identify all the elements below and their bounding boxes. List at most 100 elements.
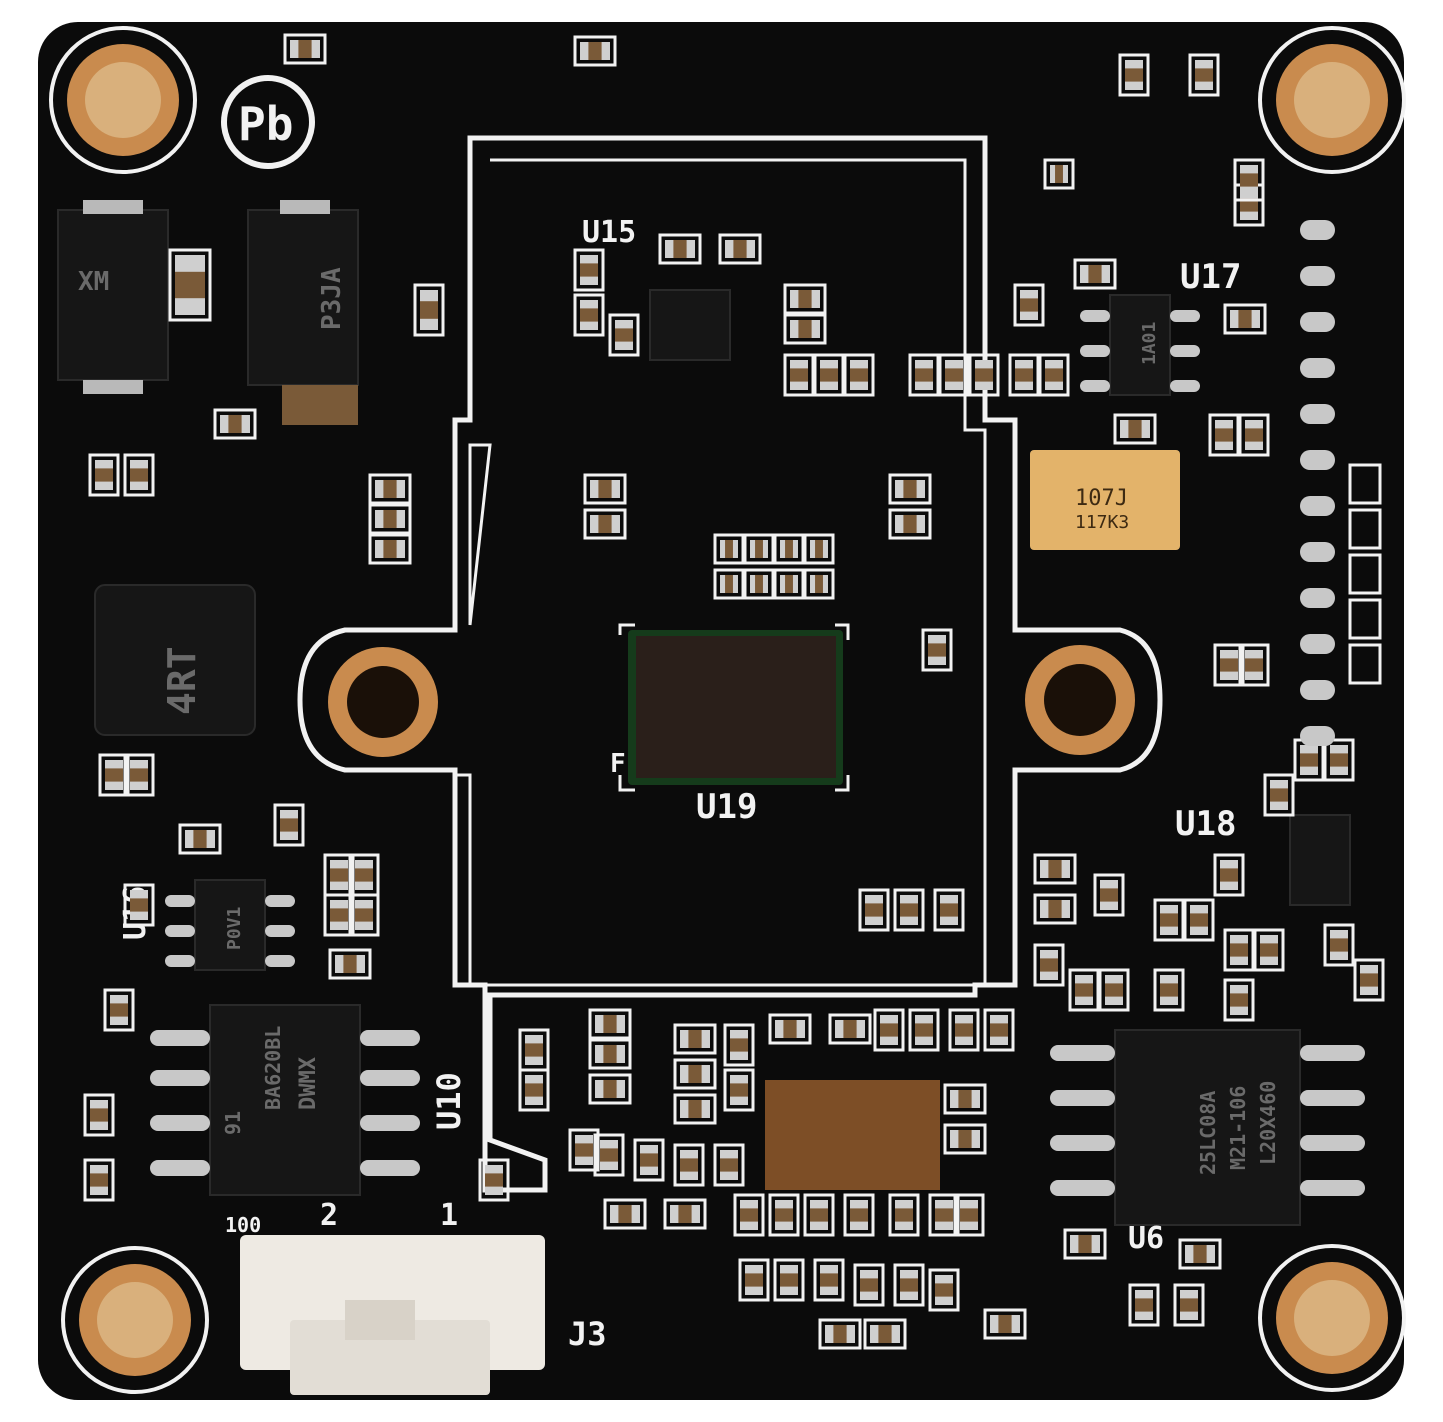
smd-part <box>983 1008 1015 1052</box>
lower-left-mark: 100 <box>225 1213 261 1237</box>
chip-u15 <box>649 289 731 361</box>
smd-part <box>1178 1238 1222 1270</box>
smd-part <box>658 233 702 265</box>
ic-pin <box>165 925 195 937</box>
smd-part <box>1008 353 1040 397</box>
lens-mount-outline <box>297 135 1163 1193</box>
smd-part <box>828 1013 872 1045</box>
smd-part <box>1213 643 1245 687</box>
smd-part <box>98 753 130 797</box>
chip-u16 <box>194 879 266 971</box>
smd-part <box>743 533 775 565</box>
u6-mark-2: M21-106 <box>1226 1086 1250 1170</box>
test-pads <box>1300 220 1382 746</box>
smd-part <box>723 1023 755 1067</box>
chip-u6 <box>1114 1029 1301 1226</box>
mounting-hole-bottom-right <box>1258 1244 1406 1392</box>
smd-part <box>588 1038 632 1070</box>
u6-mark-1: 25LC08A <box>1196 1091 1220 1175</box>
smd-part <box>368 503 412 535</box>
smd-part <box>921 628 953 672</box>
smd-part <box>1043 158 1075 190</box>
smd-part <box>873 1008 905 1052</box>
diode-xm <box>57 209 169 381</box>
pb-free-logo: Pb <box>221 75 315 169</box>
smd-part <box>588 1073 632 1105</box>
tantalum-capacitor: 107J 117K3 <box>1030 450 1180 550</box>
u10-mark-3: 91 <box>221 1111 245 1135</box>
smd-part <box>943 1123 987 1155</box>
ic-pin <box>1050 1135 1115 1151</box>
smd-part <box>1233 158 1265 202</box>
ic-pin <box>150 1030 210 1046</box>
smd-part <box>583 473 627 505</box>
test-pad <box>1300 266 1335 286</box>
test-pad <box>1300 634 1335 654</box>
chip-u18 <box>1289 814 1351 906</box>
smd-part <box>1253 928 1285 972</box>
test-pad <box>1300 588 1335 608</box>
smd-part <box>608 313 640 357</box>
ic-pin <box>360 1070 420 1086</box>
smd-part <box>1263 773 1295 817</box>
ic-pin <box>165 955 195 967</box>
ic-pin <box>150 1070 210 1086</box>
lens-mount-hole-right <box>1025 645 1135 755</box>
smd-part <box>1153 898 1185 942</box>
smd-part <box>713 568 745 600</box>
smd-part <box>323 893 355 937</box>
smd-part <box>768 1013 812 1045</box>
smd-part <box>573 248 605 292</box>
ic-pin <box>1300 1135 1365 1151</box>
exposed-copper-pad <box>765 1080 940 1190</box>
j3-pin-2: 2 <box>320 1198 338 1233</box>
smd-part <box>938 353 970 397</box>
smd-part <box>123 883 155 927</box>
svg-text:Pb: Pb <box>238 97 293 151</box>
smd-part <box>1188 53 1220 97</box>
smd-part <box>738 1258 770 1302</box>
smd-part <box>843 1193 875 1237</box>
ic-pin <box>1170 310 1200 322</box>
smd-part <box>1033 853 1077 885</box>
label-u10: U10 <box>430 1072 468 1130</box>
smd-part <box>663 1198 707 1230</box>
inductor-mark: 4RT <box>160 646 204 715</box>
smd-part <box>1013 283 1045 327</box>
smd-part <box>1173 1283 1205 1327</box>
smd-part <box>83 1158 115 1202</box>
smd-part <box>178 823 222 855</box>
diode-p3ja-pad-top <box>280 200 330 214</box>
smd-part <box>803 568 835 600</box>
smd-part <box>1073 258 1117 290</box>
smd-part <box>858 888 890 932</box>
smd-part <box>718 233 762 265</box>
chip-u17 <box>1109 294 1171 396</box>
smd-part <box>773 1258 805 1302</box>
smd-part <box>893 888 925 932</box>
smd-part <box>1038 353 1070 397</box>
smd-part <box>1223 303 1267 335</box>
ic-pin <box>1170 380 1200 392</box>
smd-part <box>588 1008 632 1040</box>
smd-part <box>368 533 412 565</box>
smd-part <box>908 353 940 397</box>
smd-part <box>1208 413 1240 457</box>
inductor-4rt <box>94 584 256 736</box>
smd-part <box>893 1263 925 1307</box>
smd-part <box>478 1158 510 1202</box>
ic-pin <box>360 1115 420 1131</box>
test-pad <box>1300 726 1335 746</box>
smd-part <box>583 508 627 540</box>
smd-part <box>1323 738 1355 782</box>
edge-pad-outline <box>1348 463 1382 505</box>
sensor-f-label: F <box>610 749 626 779</box>
smd-part <box>853 1263 885 1307</box>
smd-part <box>1353 958 1385 1002</box>
smd-part <box>633 1138 665 1182</box>
smd-part <box>743 568 775 600</box>
smd-part <box>713 1143 745 1187</box>
smd-part <box>713 533 745 565</box>
ic-pin <box>360 1030 420 1046</box>
smd-part <box>1223 928 1255 972</box>
